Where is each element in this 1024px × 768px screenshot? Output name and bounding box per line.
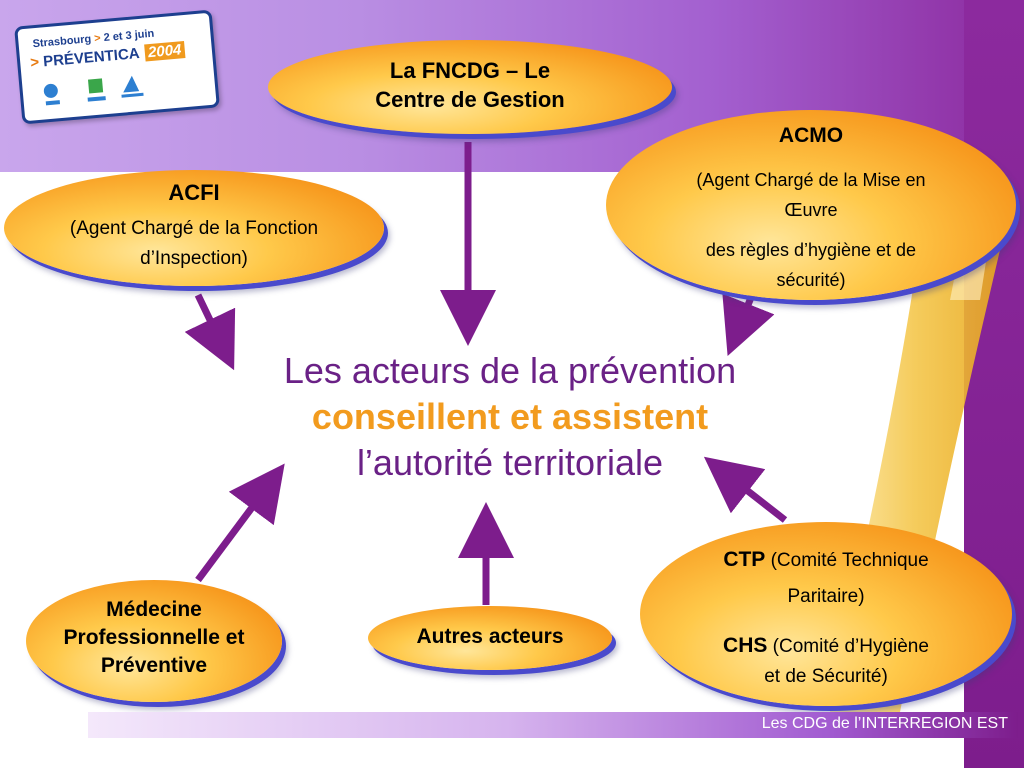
arrow-medecine-to-center	[195, 463, 285, 583]
acfi-desc-2: d’Inspection)	[140, 248, 248, 269]
acmo-desc-2: Œuvre	[784, 200, 838, 220]
footer-text: Les CDG de l’INTERREGION EST	[761, 715, 1008, 732]
chs-line-1: CHS (Comité d’Hygiène	[640, 634, 1012, 658]
autres-acteurs-label: Autres acteurs	[416, 625, 564, 648]
acfi-title: ACFI	[168, 180, 220, 205]
arrow-acmo-to-center	[722, 293, 775, 356]
medecine-line-2: Professionnelle et	[63, 626, 245, 649]
medecine-line-3: Préventive	[100, 654, 208, 677]
ctp-desc-2: Paritaire)	[787, 586, 865, 607]
central-line-1: Les acteurs de la prévention	[283, 350, 737, 391]
acmo-title: ACMO	[778, 124, 844, 147]
chs-desc-1: (Comité d’Hygiène	[772, 636, 929, 657]
preventica-logo: Strasbourg > 2 et 3 juin > PRÉVENTICA 20…	[14, 9, 220, 125]
ctp-abbr: CTP	[723, 548, 766, 571]
chs-desc-2: et de Sécurité)	[764, 666, 888, 687]
arrow-acfi-to-center	[184, 293, 236, 371]
partner-logos	[43, 75, 144, 106]
central-line-2: conseillent et assistent	[311, 396, 709, 437]
fncdg-line-2: Centre de Gestion	[375, 87, 565, 112]
fncdg-node: La FNCDG – Le Centre de Gestion	[268, 40, 672, 134]
acmo-node: ACMO (Agent Chargé de la Mise en Œuvre d…	[606, 110, 1016, 300]
fncdg-line-1: La FNCDG – Le	[389, 58, 551, 83]
autres-acteurs-node: Autres acteurs	[368, 606, 612, 670]
central-statement: Les acteurs de la prévention conseillent…	[230, 348, 790, 486]
acfi-desc-1: (Agent Chargé de la Fonction	[69, 218, 319, 239]
ctp-desc-1: (Comité Technique	[770, 550, 929, 571]
acmo-desc-3: des règles d’hygiène et de	[705, 240, 917, 260]
ctp-line-1: CTP (Comité Technique	[640, 548, 1012, 572]
arrow-ctp-to-center	[703, 456, 788, 523]
acmo-desc-4: sécurité)	[776, 270, 846, 290]
ctp-chs-node: CTP (Comité Technique Paritaire) CHS (Co…	[640, 522, 1012, 706]
medecine-node: Médecine Professionnelle et Préventive	[26, 580, 282, 702]
chs-abbr: CHS	[723, 634, 768, 657]
medecine-line-1: Médecine	[106, 598, 202, 621]
footer-bar: Les CDG de l’INTERREGION EST	[88, 712, 1018, 738]
acfi-node: ACFI (Agent Chargé de la Fonction d’Insp…	[4, 170, 384, 286]
acmo-desc-1: (Agent Chargé de la Mise en	[696, 170, 926, 190]
central-line-3: l’autorité territoriale	[356, 442, 664, 483]
